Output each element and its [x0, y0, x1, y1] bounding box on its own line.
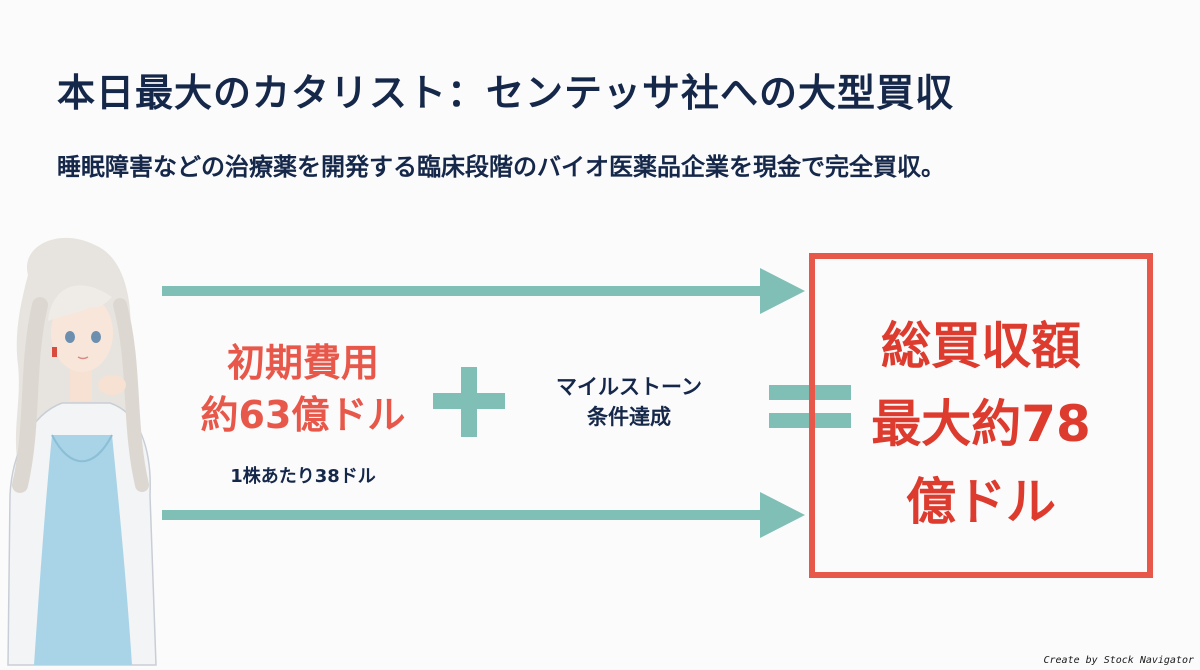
arrow-right-icon — [162, 268, 805, 314]
arrow-right-icon — [162, 492, 805, 538]
per-share-price: 1株あたり38ドル — [230, 466, 376, 487]
total-unit: 億ドル — [906, 473, 1056, 531]
milestone-label: マイルストーン — [556, 375, 702, 399]
milestone-condition: マイルストーン 条件達成 — [518, 372, 740, 432]
credit-signature: Create by Stock Navigator — [1043, 655, 1194, 666]
initial-cost: 初期費用 約63億ドル — [178, 337, 428, 441]
page-subtitle: 睡眠障害などの治療薬を開発する臨床段階のバイオ医薬品企業を現金で完全買収。 — [57, 153, 945, 181]
initial-cost-value: 約63億ドル — [200, 393, 406, 437]
doctor-illustration — [7, 237, 157, 666]
total-value: 最大約78 — [871, 395, 1091, 453]
plus-icon — [433, 367, 505, 437]
page-title: 本日最大のカタリスト：センテッサ社への大型買収 — [57, 71, 955, 115]
total-label: 総買収額 — [881, 317, 1081, 375]
total-acquisition-box: 総買収額 最大約78 億ドル — [809, 253, 1153, 578]
milestone-sub-label: 条件達成 — [587, 405, 671, 429]
initial-cost-label: 初期費用 — [226, 341, 379, 385]
